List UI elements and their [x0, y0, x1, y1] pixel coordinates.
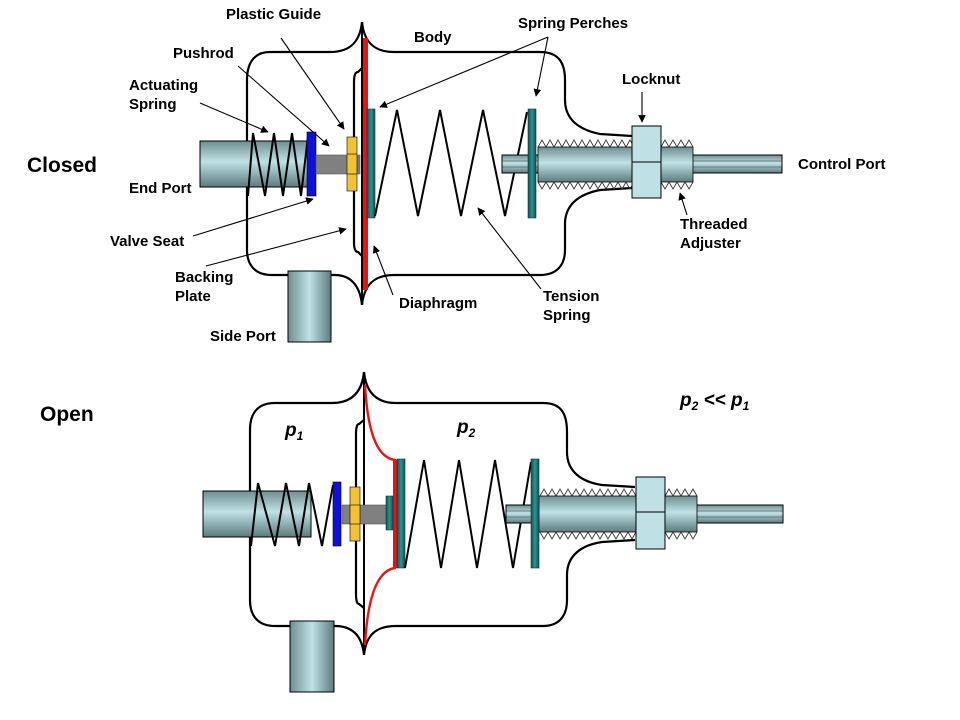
label-locknut: Locknut: [622, 71, 680, 88]
leader-valve-seat: [192, 197, 314, 237]
label-body: Body: [414, 29, 452, 46]
label-diaphragm: Diaphragm: [399, 295, 477, 312]
label-spring-perches: Spring Perches: [518, 15, 628, 32]
open-spring-perch-left: [396, 458, 406, 569]
open-right-chamber-outline: [362, 371, 636, 656]
open-side-port: [289, 620, 335, 693]
leader-threaded-adjuster: [678, 192, 688, 216]
label-p2: p2: [456, 417, 476, 440]
closed-leader-lines: [192, 36, 688, 296]
open-threaded-adjuster: [538, 495, 698, 533]
leader-spring-perch-left: [379, 36, 549, 108]
closed-state-group: Closed: [27, 6, 886, 345]
label-threaded-adjuster-1: Threaded: [680, 216, 748, 233]
open-state-group: Open: [40, 371, 784, 693]
label-pushrod: Pushrod: [173, 45, 234, 62]
label-plastic-guide: Plastic Guide: [226, 6, 321, 23]
open-pushrod-head: [385, 495, 394, 531]
label-backing-plate-2: Plate: [175, 288, 211, 305]
leader-spring-perch-right: [533, 36, 549, 97]
open-state-label: Open: [40, 403, 94, 426]
open-thread-bottom: [539, 531, 637, 540]
label-actuating-spring-1: Actuating: [129, 77, 198, 94]
closed-actuating-spring: [247, 132, 309, 197]
label-control-port: Control Port: [798, 156, 886, 173]
label-pressure-relation: p2 << p1: [679, 390, 750, 413]
closed-threaded-adjuster: [537, 146, 694, 183]
leader-plastic-guide: [280, 37, 345, 130]
label-actuating-spring-2: Spring: [129, 96, 177, 113]
open-tension-spring: [404, 459, 532, 569]
closed-side-port: [287, 270, 332, 343]
label-backing-plate-1: Backing: [175, 269, 233, 286]
closed-spring-perch-right: [527, 108, 537, 219]
leader-tension-spring: [477, 207, 542, 290]
closed-plastic-guide: [346, 136, 358, 192]
open-valve-seat: [332, 481, 342, 547]
open-spring-perch-right: [530, 458, 540, 569]
closed-state-label: Closed: [27, 154, 97, 177]
label-end-port: End Port: [129, 180, 192, 197]
open-plastic-guide: [349, 486, 361, 542]
leader-diaphragm: [372, 245, 394, 296]
leader-actuating-spring: [199, 102, 269, 133]
label-threaded-adjuster-2: Adjuster: [680, 235, 741, 252]
label-valve-seat: Valve Seat: [110, 233, 184, 250]
leader-pushrod: [237, 65, 330, 147]
closed-thread-top: [537, 139, 635, 148]
label-tension-spring-1: Tension: [543, 288, 599, 305]
leader-backing-plate: [205, 227, 347, 267]
closed-diaphragm: [363, 38, 368, 290]
closed-tension-spring: [374, 109, 528, 217]
closed-spring-perch-left: [366, 108, 376, 219]
closed-thread-bottom: [537, 181, 635, 190]
open-actuating-spring: [250, 482, 334, 547]
label-tension-spring-2: Spring: [543, 307, 591, 324]
closed-valve-seat: [306, 131, 317, 197]
open-pushrod: [341, 504, 389, 525]
label-side-port: Side Port: [210, 328, 276, 345]
closed-right-chamber-outline: [360, 21, 633, 306]
label-p1: p1: [284, 420, 304, 443]
open-diaphragm-center: [393, 460, 398, 568]
open-locknut: [635, 476, 666, 550]
open-thread-top: [539, 488, 637, 497]
